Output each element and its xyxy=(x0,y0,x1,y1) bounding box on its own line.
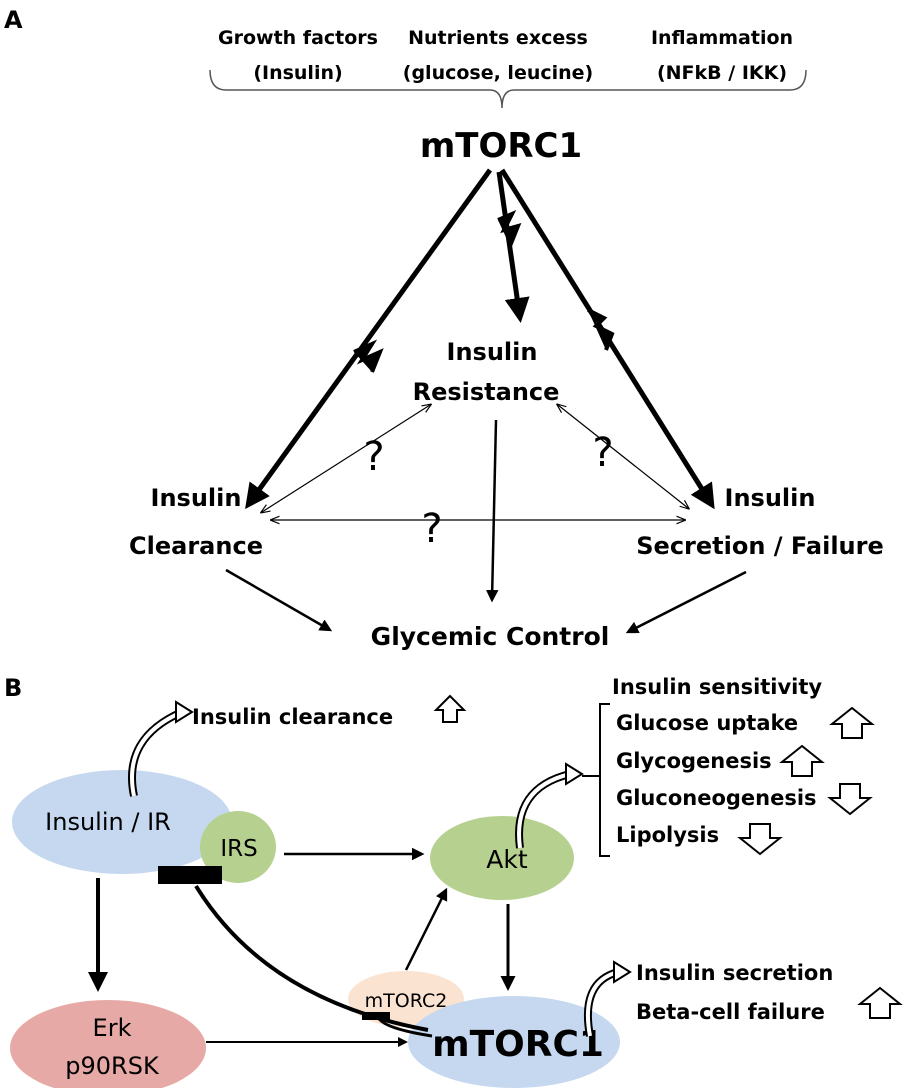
inflammation-detail: (NFkB / IKK) xyxy=(657,62,787,84)
down-arrow-icon xyxy=(827,783,873,816)
feedback-curve-mtorc1-inner xyxy=(585,970,619,1037)
up-arrow-icon xyxy=(779,744,825,777)
akt-label: Akt xyxy=(486,845,528,874)
inhibition-bar-irs xyxy=(158,866,222,884)
mtorc1-node-label: mTORC1 xyxy=(432,1024,604,1065)
feedback-arrowhead-icon xyxy=(175,700,194,724)
panel-a-label: A xyxy=(4,6,23,34)
link-resistance-secretion xyxy=(558,405,688,508)
erk-label-line2: p90RSK xyxy=(65,1052,160,1080)
insulin-resistance-line2: Resistance xyxy=(413,378,560,406)
effect-gluconeogenesis: Gluconeogenesis xyxy=(616,786,817,810)
growth-factors-label: Growth factors xyxy=(218,27,378,49)
insulin-sensitivity-title: Insulin sensitivity xyxy=(612,675,822,699)
insulin-clearance-text: Insulin clearance xyxy=(192,705,393,729)
mtorc1-node xyxy=(408,996,620,1088)
mtorc2-label: mTORC2 xyxy=(365,990,448,1012)
insulin-secretion-line1: Insulin xyxy=(725,484,816,512)
mtorc1-hub-label: mTORC1 xyxy=(420,126,582,166)
up-arrow-icon xyxy=(857,986,903,1019)
akt-node xyxy=(430,816,574,900)
insulin-receptor-node xyxy=(12,770,232,874)
growth-factors-detail: (Insulin) xyxy=(253,62,342,84)
inhibition-bar-mtorc2 xyxy=(362,1012,390,1020)
effects-bracket xyxy=(599,703,610,857)
insulin-receptor-label: Insulin / IR xyxy=(45,808,171,836)
erk-node xyxy=(10,1000,206,1092)
lightning-icon xyxy=(353,339,384,373)
panel-b-label: B xyxy=(4,674,22,702)
down-arrow-icon xyxy=(737,823,783,856)
effect-glucose-uptake: Glucose uptake xyxy=(616,711,798,735)
effect-insulin-secretion: Insulin secretion xyxy=(636,961,833,985)
effect-beta-cell-failure: Beta-cell failure xyxy=(636,1000,825,1024)
nutrients-label: Nutrients excess xyxy=(408,27,588,49)
question-mark: ? xyxy=(363,434,384,480)
inhibition-mtorc1-to-irs xyxy=(194,884,429,1032)
effect-glycogenesis: Glycogenesis xyxy=(616,749,772,773)
nutrients-detail: (glucose, leucine) xyxy=(403,62,593,84)
insulin-clearance-line2: Clearance xyxy=(129,532,263,560)
arrow-mtorc2-to-akt xyxy=(404,887,448,971)
arrow-clearance-to-glycemic xyxy=(225,568,333,632)
irs-label: IRS xyxy=(220,836,257,862)
link-clearance-resistance xyxy=(262,405,430,512)
question-mark: ? xyxy=(421,506,442,552)
feedback-arrowhead-icon xyxy=(565,762,584,786)
lightning-icon xyxy=(587,308,615,351)
insulin-clearance-line1: Insulin xyxy=(151,484,242,512)
lightning-icon xyxy=(497,210,522,247)
inflammation-label: Inflammation xyxy=(651,27,793,49)
insulin-secretion-line2: Secretion / Failure xyxy=(636,532,884,560)
inputs-brace xyxy=(209,69,807,109)
glycemic-control-label: Glycemic Control xyxy=(371,622,610,651)
insulin-resistance-line1: Insulin xyxy=(447,338,538,366)
feedback-curve-akt-inner xyxy=(517,772,571,849)
effect-lipolysis: Lipolysis xyxy=(616,823,719,847)
up-arrow-icon xyxy=(829,706,875,739)
erk-label-line1: Erk xyxy=(93,1014,132,1042)
feedback-arrowhead-icon xyxy=(613,960,632,984)
arrow-secretion-to-glycemic xyxy=(625,570,747,634)
arrow-resistance-to-glycemic xyxy=(485,419,499,603)
irs-node xyxy=(200,811,276,883)
question-mark: ? xyxy=(592,430,613,476)
up-arrow-icon xyxy=(433,694,467,723)
feedback-curve-ir-inner xyxy=(130,710,183,797)
